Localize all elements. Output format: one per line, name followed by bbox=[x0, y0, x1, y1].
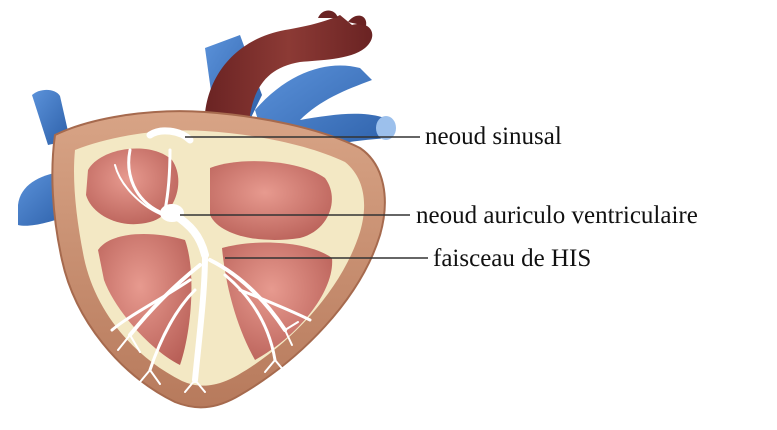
label-bundle-of-his: faisceau de HIS bbox=[433, 246, 591, 271]
label-av-node: neoud auriculo ventriculaire bbox=[416, 203, 698, 228]
av-node bbox=[160, 204, 184, 222]
left-atrium bbox=[210, 161, 332, 240]
label-sa-node: neoud sinusal bbox=[425, 124, 562, 149]
